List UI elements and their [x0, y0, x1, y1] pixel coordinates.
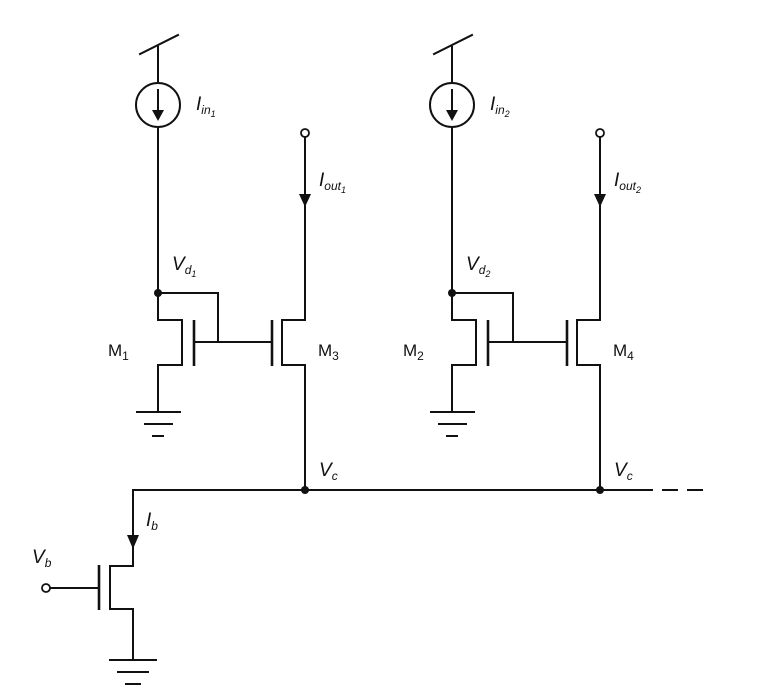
label-iin1: Iin1: [196, 94, 216, 119]
label-m3: M3: [318, 341, 339, 363]
current-source-iin1: [135, 82, 181, 128]
label-iin2: Iin2: [490, 94, 510, 119]
label-iout1: Iout1: [319, 170, 346, 195]
ground-1: [136, 411, 181, 437]
transistor-tail: [49, 565, 134, 661]
label-vc-1: Vc: [319, 460, 338, 483]
transistor-m1: [157, 319, 196, 413]
label-vb: Vb: [32, 547, 52, 570]
arrow-iout2: [594, 194, 606, 207]
arrow-ib: [127, 535, 139, 549]
node-vc-2: [596, 486, 604, 494]
ground-2: [430, 411, 475, 437]
label-vd1: Vd1: [172, 254, 196, 279]
label-m4: M4: [613, 341, 634, 363]
label-m2: M2: [403, 341, 424, 363]
transistor-m3: [270, 319, 306, 366]
label-ib: Ib: [146, 510, 158, 533]
transistor-m2: [451, 319, 490, 413]
label-vd2: Vd2: [466, 254, 490, 279]
wire-diode-connection-2: [451, 292, 514, 343]
label-vc-2: Vc: [614, 460, 633, 483]
output-terminal-1: [300, 128, 310, 138]
transistor-m4: [565, 319, 601, 366]
label-iout2: Iout2: [614, 170, 641, 195]
vb-terminal: [41, 583, 51, 593]
wire-diode-connection-1: [157, 292, 219, 343]
vdd-supply-2: [432, 33, 474, 84]
node-vc-1: [301, 486, 309, 494]
output-terminal-2: [595, 128, 605, 138]
arrow-iout1: [299, 194, 311, 207]
node-vd2: [448, 289, 456, 297]
label-m1: M1: [108, 341, 129, 363]
vdd-supply-1: [138, 33, 180, 84]
current-source-iin2: [429, 82, 475, 128]
node-vd1: [154, 289, 162, 297]
ground-3: [109, 659, 157, 685]
